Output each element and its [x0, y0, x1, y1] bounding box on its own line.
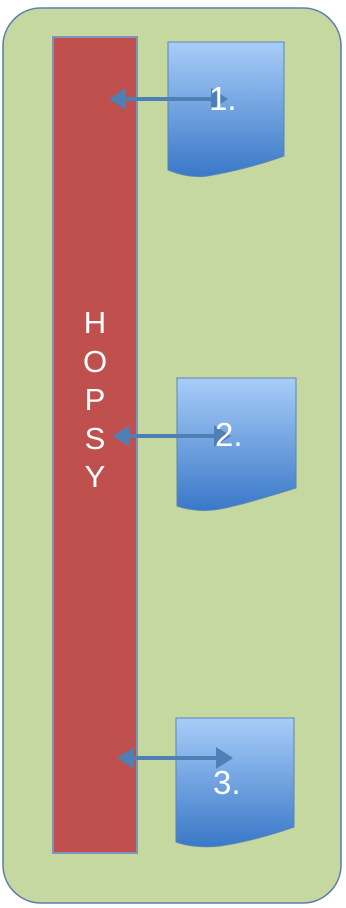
document-3-label: 3.	[213, 764, 241, 801]
double-arrow-icon	[117, 747, 233, 769]
bar-letter: S	[84, 420, 106, 456]
bar-letter: H	[83, 305, 107, 340]
bar-letter: P	[84, 382, 106, 417]
document-shape-icon	[176, 377, 297, 511]
document-shape-icon	[167, 41, 285, 177]
bar-letter: O	[82, 343, 108, 379]
document-shape-icon	[175, 717, 295, 848]
document-2-label: 2.	[215, 416, 243, 453]
double-arrow-icon	[109, 88, 228, 110]
double-arrow-icon	[113, 425, 231, 447]
bar-letter: Y	[84, 459, 106, 494]
document-1-label: 1.	[209, 80, 237, 117]
hopsy-bar	[52, 36, 138, 854]
hopsy-bar-label: H O P S Y	[54, 304, 136, 497]
